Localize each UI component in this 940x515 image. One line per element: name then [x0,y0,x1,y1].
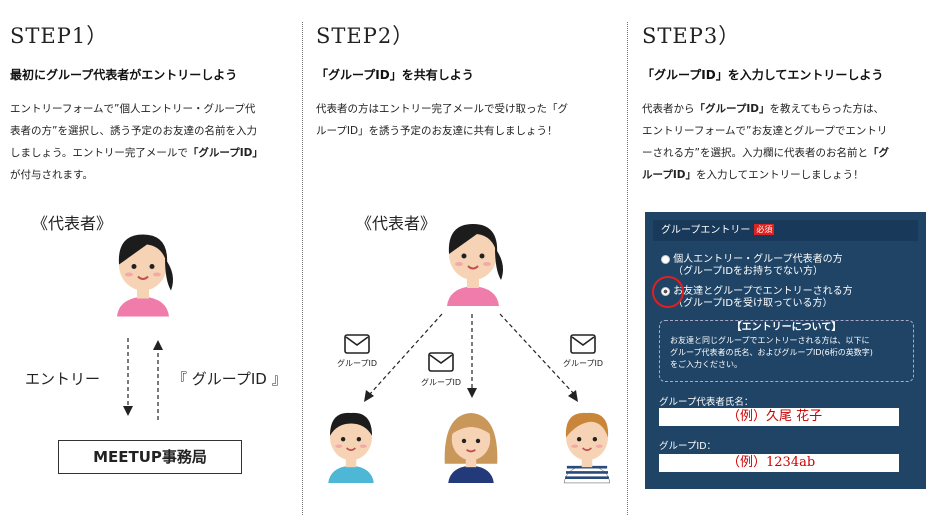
option-group-friend[interactable]: お友達とグループでエントリーされる方 （グループIDを受け取っている方） [661,286,853,310]
entry-label: エントリー [25,370,101,388]
form-header: グループエントリー必須 [653,220,918,241]
column-divider [302,22,303,515]
entry-notice: 【エントリーについて】 お友達と同じグループでエントリーされる方は、以下に グル… [659,320,914,382]
mail-icon [428,352,454,372]
groupid-label: 『 グループID 』 [172,370,287,388]
representative-label: 《代表者》 [32,214,113,233]
column-divider [627,22,628,515]
step3-description: 代表者から「グループID」を教えてもらった方は、 エントリーフォームで”お友達と… [642,103,889,181]
mail-icon [570,334,596,354]
mail-icon [344,334,370,354]
entry-arrows [123,338,163,420]
friend-avatar [552,402,622,486]
step1-heading: 最初にグループ代表者がエントリーしよう [10,68,238,82]
group-id-label: グループID： [659,441,717,452]
group-id-input[interactable]: （例）1234ab [659,454,899,472]
mail-label: グループID [336,359,378,368]
mail-label: グループID [420,378,462,387]
required-badge: 必須 [754,224,775,235]
radio-button[interactable] [661,254,670,264]
option-individual[interactable]: 個人エントリー・グループ代表者の方 （グループIDをお持ちでない方） [661,254,843,278]
step3-title: STEP3） [642,24,741,48]
share-arrows [364,313,578,402]
step1-title: STEP1） [10,24,109,48]
step2-description: 代表者の方はエントリー完了メールで受け取った「グ ループID」を誘う予定のお友達… [316,103,568,137]
representative-avatar [103,222,183,322]
mail-label: グループID [562,359,604,368]
representative-avatar [433,214,513,309]
step2-heading: 「グループID」を共有しよう [316,68,474,82]
step1-description: エントリーフォームで”個人エントリー・グループ代 表者の方”を選択し、誘う予定の… [10,103,263,181]
friend-avatar [316,402,386,486]
step3-heading: 「グループID」を入力してエントリーしよう [642,68,884,82]
meetup-office-box: MEETUP事務局 [58,440,242,474]
group-entry-form: グループエントリー必須 個人エントリー・グループ代表者の方 （グループIDをお持… [645,212,926,489]
step2-title: STEP2） [316,24,415,48]
friend-avatar [436,402,506,486]
representative-label: 《代表者》 [356,214,437,233]
highlight-circle [652,276,684,308]
rep-name-input[interactable]: （例）久尾 花子 [659,408,899,426]
rep-name-label: グループ代表者氏名： [659,397,754,408]
